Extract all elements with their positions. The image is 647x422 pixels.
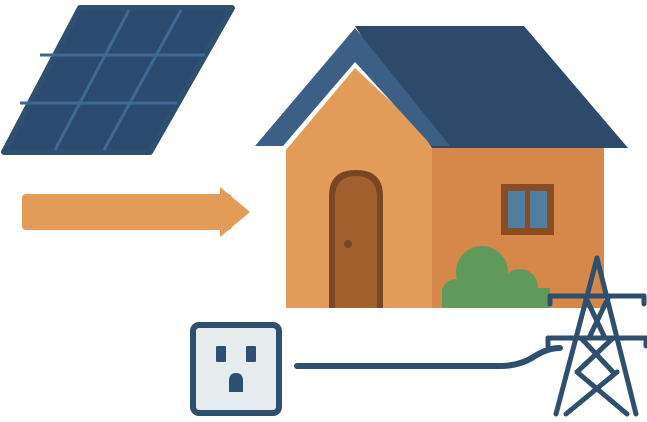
house-icon xyxy=(255,26,628,308)
power-pylon-icon xyxy=(545,255,647,417)
window xyxy=(501,184,554,235)
door xyxy=(329,170,383,308)
arrow-right-icon xyxy=(22,187,250,237)
solar-panel-icon xyxy=(1,5,235,155)
power-cable xyxy=(294,345,563,369)
power-outlet-icon xyxy=(190,322,282,416)
bush xyxy=(442,246,550,308)
